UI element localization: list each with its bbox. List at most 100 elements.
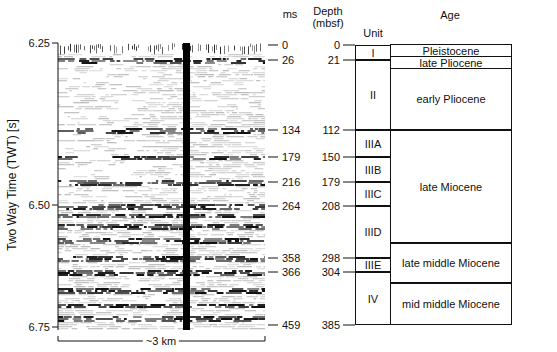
time-tick	[268, 206, 278, 207]
unit-box: IIIB	[355, 157, 391, 182]
time-value: 264	[282, 200, 300, 212]
depth-value: 150	[322, 151, 340, 163]
depth-value: 304	[322, 266, 340, 278]
unit-box: IIIA	[355, 130, 391, 157]
depth-tick	[343, 258, 355, 259]
time-axis	[58, 43, 59, 330]
box-text: IIIE	[365, 259, 382, 271]
box-text: IIIC	[364, 188, 381, 200]
axis-value: 6.50	[29, 199, 50, 211]
age-box: mid middle Miocene	[390, 283, 512, 325]
label-text: Depth (mbsf)	[312, 5, 343, 29]
unit-box: IIIC	[355, 182, 391, 206]
time-tick	[268, 272, 278, 273]
depth-value: 21	[328, 54, 340, 66]
well-marker	[183, 43, 190, 330]
label-text: 0	[282, 39, 288, 51]
column-heading: Unit	[363, 27, 383, 39]
depth-tick	[343, 206, 355, 207]
unit-box: IV	[355, 272, 391, 325]
depth-tick	[343, 325, 355, 326]
time-value: 358	[282, 252, 300, 264]
label-text: 150	[322, 151, 340, 163]
label-text: 264	[282, 200, 300, 212]
depth-tick	[343, 45, 355, 46]
time-value: 179	[282, 151, 300, 163]
box-text: IIIB	[365, 164, 382, 176]
time-value: 0	[282, 39, 288, 51]
label-text: 298	[322, 252, 340, 264]
label-text: 208	[322, 200, 340, 212]
label-text: 26	[282, 54, 294, 66]
depth-value: 385	[322, 319, 340, 331]
label-text: 358	[282, 252, 300, 264]
label-text: 6.75	[29, 321, 50, 333]
box-text: late Miocene	[420, 181, 482, 193]
axis-value: 6.75	[29, 321, 50, 333]
depth-tick	[343, 272, 355, 273]
box-text: late Pliocene	[420, 57, 483, 69]
axis-tick	[52, 205, 58, 206]
unit-box: II	[355, 60, 391, 130]
label-text: 304	[322, 266, 340, 278]
label-text: 0	[334, 39, 340, 51]
axis-tick	[52, 43, 58, 44]
box-text: I	[371, 47, 374, 59]
depth-value: 112	[322, 124, 340, 136]
depth-value: 0	[334, 39, 340, 51]
box-text: mid middle Miocene	[402, 298, 500, 310]
label-text: 21	[328, 54, 340, 66]
age-box: late middle Miocene	[390, 243, 512, 283]
time-tick	[268, 130, 278, 131]
label-text: 179	[282, 151, 300, 163]
label-text: 134	[282, 124, 300, 136]
box-text: Pleistocene	[423, 45, 480, 57]
time-tick	[268, 258, 278, 259]
time-tick	[268, 157, 278, 158]
age-box: late Miocene	[390, 130, 512, 243]
depth-value: 208	[322, 200, 340, 212]
label-text: Unit	[363, 27, 383, 39]
label-text: 385	[322, 319, 340, 331]
label-text: Two Way Time (TWT) [s]	[5, 119, 19, 251]
axis-tick	[52, 327, 58, 328]
box-text: late middle Miocene	[402, 257, 500, 269]
label-text: 112	[322, 124, 340, 136]
label-text: 179	[322, 176, 340, 188]
unit-box: IIIE	[355, 258, 391, 272]
box-text: IV	[368, 293, 378, 305]
box-text: IIID	[364, 226, 381, 238]
unit-box: IIID	[355, 206, 391, 258]
time-value: 366	[282, 266, 300, 278]
age-box: early Pliocene	[390, 68, 512, 130]
column-heading: Depth (mbsf)	[306, 5, 350, 29]
depth-tick	[343, 182, 355, 183]
seismic-traces	[58, 43, 265, 329]
box-text: IIIA	[365, 138, 382, 150]
label-text: 459	[282, 319, 300, 331]
time-value: 134	[282, 124, 300, 136]
axis-title: Two Way Time (TWT) [s]	[6, 119, 18, 251]
time-tick	[268, 60, 278, 61]
label-text: ~3 km	[146, 335, 176, 347]
time-value: 459	[282, 319, 300, 331]
label-text: 6.25	[29, 37, 50, 49]
depth-tick	[343, 157, 355, 158]
label-text: Age	[440, 9, 460, 21]
depth-tick	[343, 60, 355, 61]
time-value: 216	[282, 176, 300, 188]
box-text: II	[370, 89, 376, 101]
label-text: ms	[283, 8, 298, 20]
time-tick	[268, 182, 278, 183]
box-text: early Pliocene	[416, 93, 485, 105]
axis-value: 6.25	[29, 37, 50, 49]
label-text: 216	[282, 176, 300, 188]
unit-box: I	[355, 45, 391, 60]
column-heading: Age	[440, 9, 460, 21]
time-tick	[268, 325, 278, 326]
time-value: 26	[282, 54, 294, 66]
scale-label: ~3 km	[143, 335, 179, 347]
depth-value: 179	[322, 176, 340, 188]
time-tick	[268, 45, 278, 46]
